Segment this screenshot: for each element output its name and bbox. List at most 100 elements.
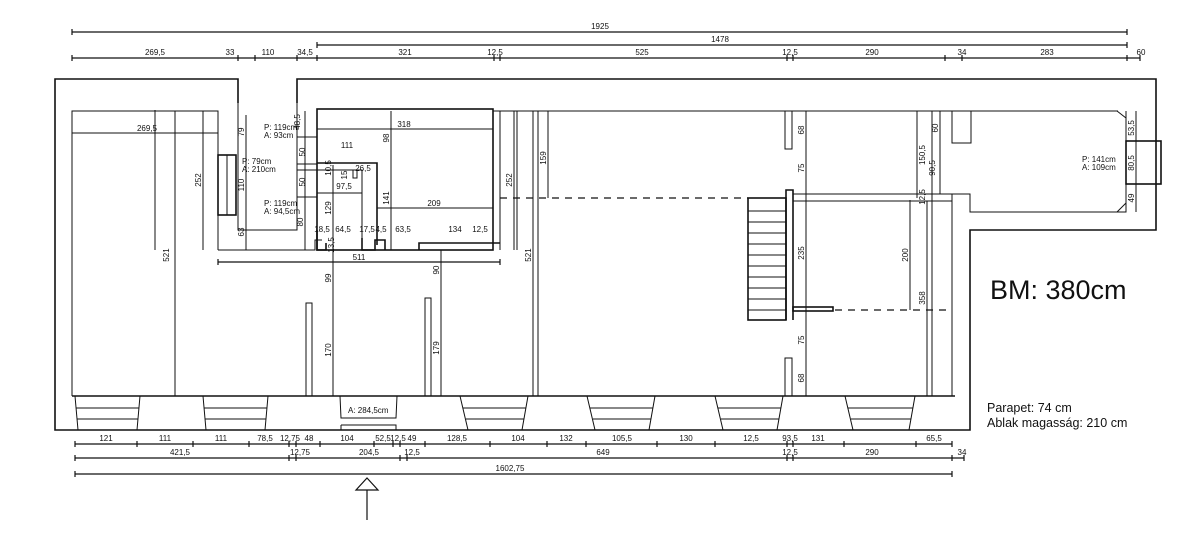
dimension-label: 12,75 xyxy=(280,434,301,443)
dimension-label: 421,5 xyxy=(170,448,191,457)
dimension-label: 12,5 xyxy=(404,448,420,457)
window-height-note: Ablak magasság: 210 cm xyxy=(987,416,1127,430)
dimension-label: 649 xyxy=(596,448,610,457)
dimension-label: 53,5 xyxy=(1127,120,1136,136)
dimension-label: 75 xyxy=(797,335,806,344)
dimension-label: 93,5 xyxy=(782,434,798,443)
dimension-label: 75 xyxy=(797,163,806,172)
dimension-label: 79 xyxy=(237,127,246,136)
dimension-label: 318 xyxy=(397,120,411,129)
ceiling-height-note: BM: 380cm xyxy=(990,275,1127,305)
dimension-label: 283 xyxy=(1040,48,1054,57)
dimension-label: 68 xyxy=(797,125,806,134)
dimension-label: 131 xyxy=(811,434,825,443)
dimension-label: 64,5 xyxy=(335,225,351,234)
dimension-label: 179 xyxy=(432,341,441,355)
staircase xyxy=(748,210,786,311)
dimension-label: 132 xyxy=(559,434,573,443)
dimension-label: 252 xyxy=(505,173,514,187)
dimension-label: 34,5 xyxy=(297,48,313,57)
dimension-label: 1602,75 xyxy=(496,464,525,473)
dimension-label: 50 xyxy=(298,147,307,156)
dimension-label: 60 xyxy=(1137,48,1146,57)
dimension-label: 48,5 xyxy=(293,114,302,130)
dimension-label: 12,5 xyxy=(782,48,798,57)
parapet-note: Parapet: 74 cm xyxy=(987,401,1072,415)
opening-note: P: 79cm A: 210cm xyxy=(242,157,276,174)
dimension-label: 290 xyxy=(865,448,879,457)
dimension-label: 33 xyxy=(226,48,235,57)
dimension-label: 12,5 xyxy=(390,434,406,443)
opening-note: P: 141cm A: 109cm xyxy=(1082,155,1116,172)
dimension-label: 269,5 xyxy=(137,124,158,133)
labels: 1925 1478 269,5 33 110 34,5 321 12,5 525 12,5 290 3… xyxy=(99,22,1146,473)
dimension-label: 130 xyxy=(679,434,693,443)
dimension-label: 235 xyxy=(797,246,806,260)
dimension-label: 10,5 xyxy=(324,160,333,176)
dimension-label: 111 xyxy=(215,434,228,443)
dimension-label: 104 xyxy=(511,434,525,443)
dimension-label: 49 xyxy=(408,434,417,443)
dimension-label: 18,5 xyxy=(314,225,330,234)
entrance-arrow-icon xyxy=(354,477,380,520)
dimension-label: 141 xyxy=(382,191,391,205)
dimension-label: 134 xyxy=(448,225,462,234)
opening-note: P: 119cm A: 93cm xyxy=(264,123,298,140)
dimension-label: 63,5 xyxy=(395,225,411,234)
south-windows xyxy=(74,395,916,431)
dimension-label: 111 xyxy=(341,141,354,150)
dimension-label: 1925 xyxy=(591,22,609,31)
dimension-label: 121 xyxy=(99,434,113,443)
dimension-label: 4,5 xyxy=(375,225,387,234)
dimension-label: 12,5 xyxy=(918,189,927,205)
dimension-label: 170 xyxy=(324,343,333,357)
dimension-label: 17,5 xyxy=(359,225,375,234)
dimension-label: 290 xyxy=(865,48,879,57)
dimension-label: 252 xyxy=(194,173,203,187)
dimension-label: 49 xyxy=(1127,193,1136,202)
dimension-label: 12,75 xyxy=(290,448,311,457)
dimension-label: 110 xyxy=(237,178,246,191)
dimension-label: 111 xyxy=(159,434,172,443)
svg-text:P: 119cm: P: 119cm xyxy=(264,123,298,132)
dimension-label: 12,5 xyxy=(472,225,488,234)
dimension-label: 26,5 xyxy=(355,164,371,173)
door-note: A: 284,5cm xyxy=(348,406,389,415)
dimension-label: 34 xyxy=(958,48,967,57)
dimension-label: 521 xyxy=(162,248,171,262)
dimension-label: 90 xyxy=(432,265,441,274)
dimension-label: 97,5 xyxy=(336,182,352,191)
svg-text:A: 93cm: A: 93cm xyxy=(264,131,294,140)
dimension-label: 150,5 xyxy=(918,144,927,165)
dimension-label: 34 xyxy=(958,448,967,457)
dimension-label: 200 xyxy=(901,248,910,262)
dimension-label: 99 xyxy=(324,273,333,282)
dimension-label: 128,5 xyxy=(447,434,468,443)
dimension-label: 321 xyxy=(398,48,412,57)
svg-text:P: 119cm: P: 119cm xyxy=(264,199,298,208)
dimension-lines xyxy=(71,29,1141,477)
dimension-label: 209 xyxy=(427,199,441,208)
dimension-label: 1478 xyxy=(711,35,729,44)
svg-text:A: 210cm: A: 210cm xyxy=(242,165,276,174)
dimension-label: 90,5 xyxy=(928,160,937,176)
dimension-label: 129 xyxy=(324,201,333,215)
svg-text:P: 79cm: P: 79cm xyxy=(242,157,272,166)
walls xyxy=(54,78,1162,431)
dimension-label: 60 xyxy=(931,123,940,132)
dimension-label: 78,5 xyxy=(257,434,273,443)
dimension-label: 159 xyxy=(539,151,548,165)
dimension-label: 12,5 xyxy=(487,48,503,57)
dimension-label: 48 xyxy=(305,434,314,443)
dimension-label: 50 xyxy=(298,177,307,186)
dimension-label: 105,5 xyxy=(612,434,633,443)
dimension-label: 80 xyxy=(296,217,305,226)
dimension-label: 12,5 xyxy=(743,434,759,443)
svg-text:A: 109cm: A: 109cm xyxy=(1082,163,1116,172)
dimension-label: 511 xyxy=(353,253,366,262)
dimension-label: 110 xyxy=(262,48,275,57)
svg-text:A: 94,5cm: A: 94,5cm xyxy=(264,207,300,216)
opening-note: P: 119cm A: 94,5cm xyxy=(264,199,300,216)
dimension-label: 525 xyxy=(635,48,649,57)
